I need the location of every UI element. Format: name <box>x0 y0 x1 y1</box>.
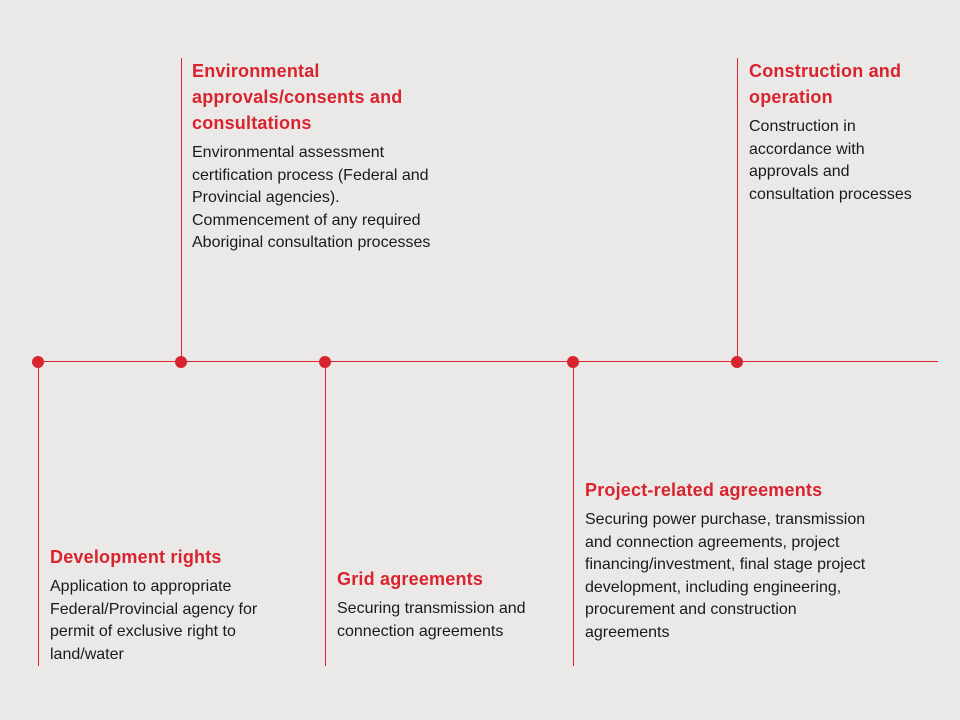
stage-2-connector <box>181 58 182 361</box>
stage-1-connector <box>38 361 39 666</box>
stage-5-connector <box>737 58 738 361</box>
stage-1-dot <box>32 356 44 368</box>
stage-3-dot <box>319 356 331 368</box>
stage-title: Project-related agreements <box>585 480 823 500</box>
stage-title: Development rights <box>50 547 222 567</box>
stage-environmental-approvals: Environmental approvals/consents and con… <box>192 58 432 255</box>
timeline-axis <box>38 361 938 362</box>
stage-4-dot <box>567 356 579 368</box>
stage-4-connector <box>573 361 574 666</box>
stage-description: Application to appropriate Federal/Provi… <box>50 578 258 663</box>
stage-description: Securing power purchase, transmission an… <box>585 511 866 641</box>
stage-description: Securing transmission and connection agr… <box>337 600 526 640</box>
stage-grid-agreements: Grid agreements Securing transmission an… <box>337 566 537 643</box>
stage-2-dot <box>175 356 187 368</box>
stage-description: Environmental assessment certification p… <box>192 144 431 251</box>
stage-construction-operation: Construction and operation Construction … <box>749 58 934 206</box>
stage-title: Grid agreements <box>337 569 484 589</box>
stage-project-related-agreements: Project-related agreements Securing powe… <box>585 477 875 644</box>
stage-3-connector <box>325 361 326 666</box>
stage-description: Construction in accordance with approval… <box>749 118 912 203</box>
stage-5-dot <box>731 356 743 368</box>
stage-development-rights: Development rights Application to approp… <box>50 544 290 666</box>
stage-title: Environmental approvals/consents and con… <box>192 61 403 133</box>
stage-title: Construction and operation <box>749 61 902 107</box>
